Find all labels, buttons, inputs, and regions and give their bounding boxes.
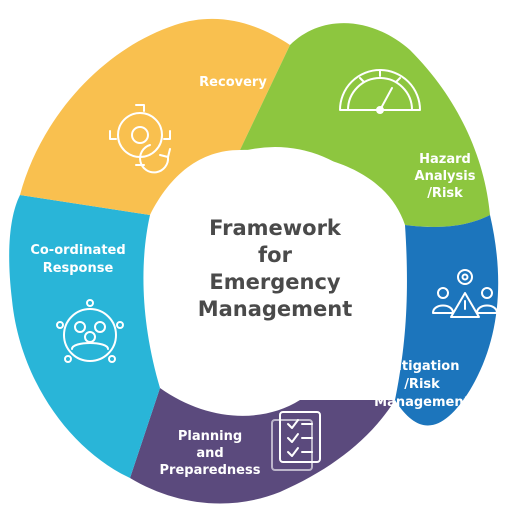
label-mitigation: Mitigation /Risk Management (374, 359, 470, 410)
checklist-icon (271, 411, 321, 471)
center-title: Framework for Emergency Management (198, 216, 353, 321)
label-hazard: Hazard Analysis /Risk (415, 152, 476, 201)
segment-planning (130, 388, 395, 504)
center-title-line-4: Management (198, 297, 353, 321)
team-warning-icon (432, 269, 498, 318)
segment-hazard (240, 23, 490, 227)
center-title-line-2: for (258, 243, 293, 267)
label-mitigation-line-1: Mitigation (385, 359, 460, 374)
label-planning: Planning and Preparedness (160, 429, 261, 478)
label-recovery: Recovery (199, 75, 267, 90)
center-title-line-1: Framework (209, 216, 342, 240)
label-hazard-line-3: /Risk (427, 186, 463, 201)
label-response-line-1: Co-ordinated (30, 243, 125, 258)
network-people-icon (56, 299, 124, 363)
center-circle (150, 147, 400, 397)
label-hazard-line-2: Analysis (415, 169, 476, 184)
label-response: Co-ordinated Response (30, 243, 125, 276)
label-planning-line-2: and (196, 446, 223, 461)
label-hazard-line-1: Hazard (419, 152, 471, 167)
label-response-line-2: Response (43, 261, 114, 276)
label-mitigation-line-3: Management (374, 395, 470, 410)
gauge-icon (339, 69, 421, 114)
center-title-line-3: Emergency (209, 270, 340, 294)
label-planning-line-3: Preparedness (160, 463, 261, 478)
segment-mitigation (395, 215, 499, 426)
segment-recovery (20, 18, 290, 215)
gear-refresh-icon (109, 104, 171, 174)
label-mitigation-line-2: /Risk (404, 377, 440, 392)
label-planning-line-1: Planning (178, 429, 242, 444)
